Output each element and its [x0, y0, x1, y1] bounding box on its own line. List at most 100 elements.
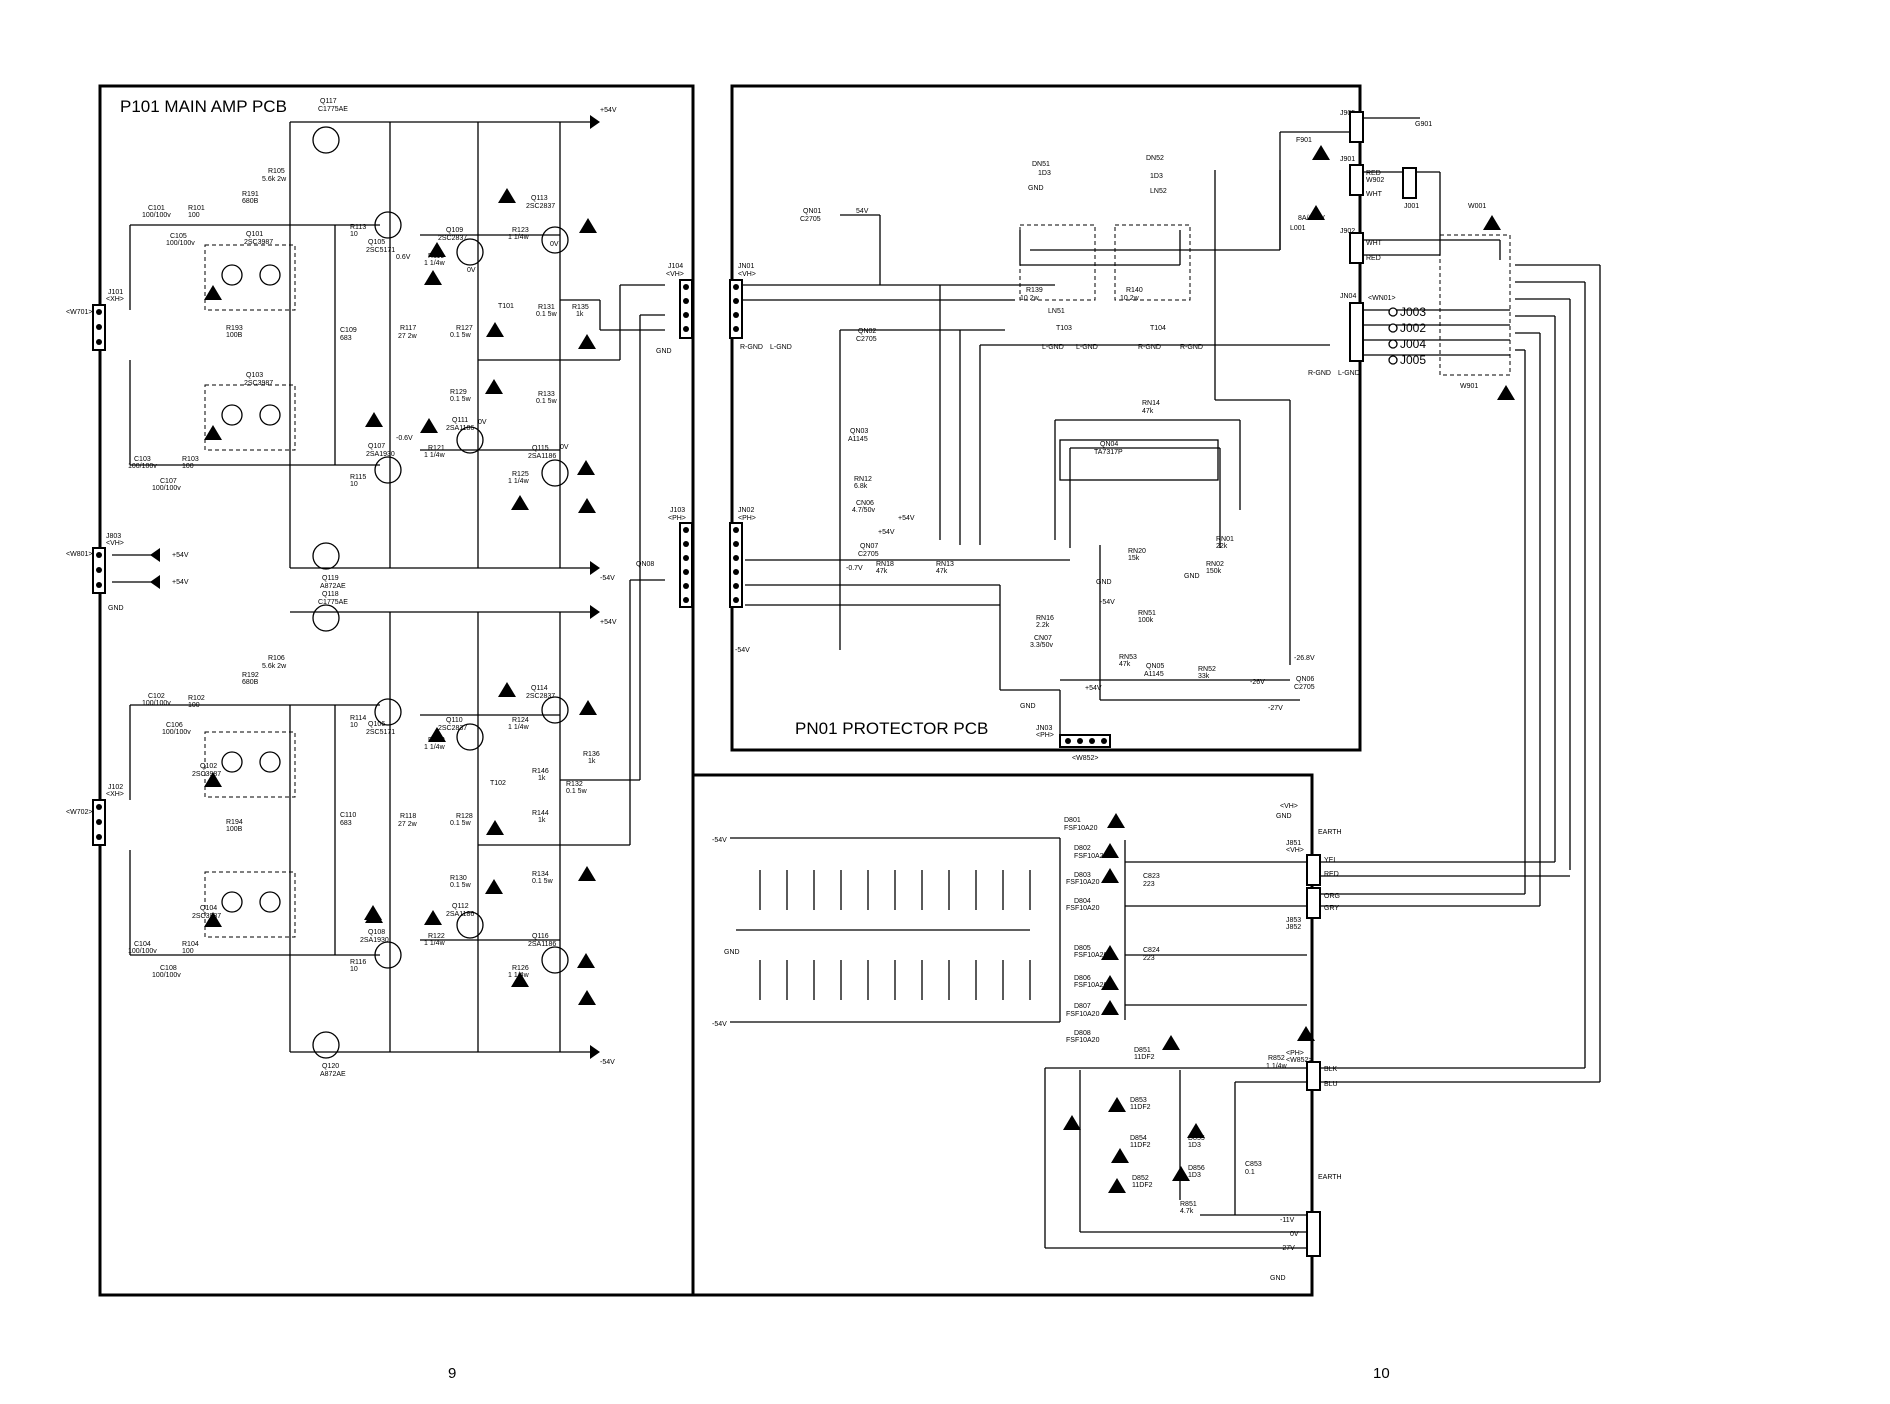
svg-text:Q115: Q115: [532, 445, 549, 452]
connector-j104: J104 <VH> GND: [656, 263, 693, 355]
svg-text:C107: C107: [160, 478, 177, 485]
svg-text:-26.8V: -26.8V: [1294, 655, 1315, 662]
svg-text:R102: R102: [188, 695, 205, 702]
svg-text:<VH>: <VH>: [666, 271, 684, 278]
svg-text:<XH>: <XH>: [106, 791, 124, 798]
svg-text:Q101: Q101: [246, 231, 263, 238]
svg-text:2SA1186: 2SA1186: [446, 911, 474, 918]
connector-j101: J101 <XH> <W701>: [66, 289, 124, 351]
svg-text:GND: GND: [108, 605, 124, 612]
svg-text:R126: R126: [512, 965, 529, 972]
svg-text:QN08: QN08: [636, 561, 654, 568]
svg-text:J101: J101: [108, 289, 123, 296]
svg-text:54V: 54V: [856, 208, 869, 215]
svg-text:0.1 5w: 0.1 5w: [450, 882, 472, 889]
power-supply-wiring: [730, 837, 1307, 1249]
svg-text:LN52: LN52: [1150, 188, 1167, 195]
connector-jn02: JN02 <PH>: [729, 507, 756, 608]
svg-text:A1145: A1145: [848, 436, 868, 443]
svg-text:GND: GND: [1270, 1275, 1286, 1282]
svg-text:Q105: Q105: [368, 239, 385, 246]
svg-text:GND: GND: [724, 949, 740, 956]
svg-text:D805: D805: [1074, 945, 1091, 952]
svg-text:11DF2: 11DF2: [1130, 1104, 1151, 1111]
svg-text:CN06: CN06: [856, 500, 874, 507]
svg-text:Q104: Q104: [200, 905, 217, 912]
svg-text:C1775AE: C1775AE: [318, 106, 348, 113]
svg-text:ORG: ORG: [1324, 893, 1340, 900]
main-amp-labels: Q117 C1775AE Q101 2SC3987 Q103 2SC3987 Q…: [128, 98, 600, 1078]
svg-text:Q106: Q106: [368, 721, 385, 728]
svg-text:100/100v: 100/100v: [128, 463, 157, 470]
svg-text:R104: R104: [182, 941, 199, 948]
svg-text:RED: RED: [1324, 871, 1339, 878]
svg-text:2SC3987: 2SC3987: [244, 380, 273, 387]
connector-j102: J102 <XH> <W702>: [66, 784, 124, 846]
svg-text:4.7/50v: 4.7/50v: [852, 507, 875, 514]
svg-text:47k: 47k: [1142, 408, 1154, 415]
svg-text:RN01: RN01: [1216, 536, 1234, 543]
svg-text:C2705: C2705: [856, 336, 877, 343]
svg-text:0.1 5w: 0.1 5w: [450, 396, 472, 403]
svg-text:QN07: QN07: [860, 543, 878, 550]
svg-text:0.1 5w: 0.1 5w: [532, 878, 554, 885]
svg-text:RN51: RN51: [1138, 610, 1156, 617]
svg-text:Q117: Q117: [320, 98, 337, 105]
power-labels: D801 FSF10A20 D802 FSF10A20 D803 FSF10A2…: [712, 803, 1342, 1282]
svg-text:1k: 1k: [576, 311, 584, 318]
svg-text:T104: T104: [1150, 325, 1166, 332]
svg-text:R-GND: R-GND: [1138, 344, 1161, 351]
svg-text:Q111: Q111: [452, 417, 468, 424]
svg-text:C101: C101: [148, 205, 165, 212]
svg-text:D853: D853: [1130, 1097, 1147, 1104]
svg-text:Q110: Q110: [446, 717, 463, 724]
svg-text:J905: J905: [1340, 110, 1355, 117]
svg-text:GND: GND: [1020, 703, 1036, 710]
svg-text:2SC3987: 2SC3987: [192, 913, 221, 920]
svg-text:+54V: +54V: [172, 552, 189, 559]
svg-text:Q119: Q119: [322, 575, 339, 582]
svg-text:100: 100: [188, 212, 200, 219]
svg-text:R116: R116: [350, 959, 366, 966]
svg-text:R134: R134: [532, 871, 549, 878]
svg-text:EARTH: EARTH: [1318, 829, 1342, 836]
svg-text:D807: D807: [1074, 1003, 1091, 1010]
main-amp-pcb-title: P101 MAIN AMP PCB: [120, 97, 287, 116]
svg-text:<W852>: <W852>: [1072, 755, 1098, 762]
svg-text:1 1/4w: 1 1/4w: [1266, 1063, 1288, 1070]
svg-text:R192: R192: [242, 672, 259, 679]
svg-text:RN13: RN13: [936, 561, 954, 568]
svg-text:10: 10: [350, 722, 358, 729]
filter-capacitor-bank: [759, 870, 1031, 1000]
svg-text:-54V: -54V: [600, 575, 615, 582]
svg-text:-0.7V: -0.7V: [846, 565, 863, 572]
svg-text:C2705: C2705: [858, 551, 879, 558]
svg-text:C103: C103: [134, 456, 151, 463]
main-amp-transistor-symbols: [221, 126, 569, 1059]
svg-text:47k: 47k: [936, 568, 948, 575]
svg-text:+54V: +54V: [600, 107, 617, 114]
svg-text:<VH>: <VH>: [1280, 803, 1298, 810]
svg-text:R130: R130: [450, 875, 467, 882]
right-connectors: [1306, 111, 1417, 1257]
svg-text:100/100v: 100/100v: [166, 240, 195, 247]
svg-text:R113: R113: [350, 224, 366, 231]
svg-text:R114: R114: [350, 715, 366, 722]
protector-labels: QN01 C2705 QN02 C2705 QN03 A1145 QN07 C2…: [735, 155, 1315, 712]
svg-text:JN02: JN02: [738, 507, 754, 514]
page-number-left: 9: [448, 1365, 456, 1382]
svg-text:680B: 680B: [242, 198, 259, 205]
svg-text:R122: R122: [428, 933, 445, 940]
svg-text:1D3: 1D3: [1038, 170, 1051, 177]
svg-text:GND: GND: [1276, 813, 1292, 820]
svg-text:R-GND: R-GND: [740, 344, 763, 351]
svg-text:J852: J852: [1286, 924, 1301, 931]
svg-text:R851: R851: [1180, 1201, 1197, 1208]
svg-text:CN07: CN07: [1034, 635, 1052, 642]
svg-text:10 2w: 10 2w: [1120, 295, 1140, 302]
power-section-frame: [693, 773, 1314, 1297]
svg-text:D802: D802: [1074, 845, 1091, 852]
svg-text:1 1/4w: 1 1/4w: [424, 260, 446, 267]
svg-text:<W852>: <W852>: [1286, 1057, 1312, 1064]
svg-text:3.3/50v: 3.3/50v: [1030, 642, 1053, 649]
